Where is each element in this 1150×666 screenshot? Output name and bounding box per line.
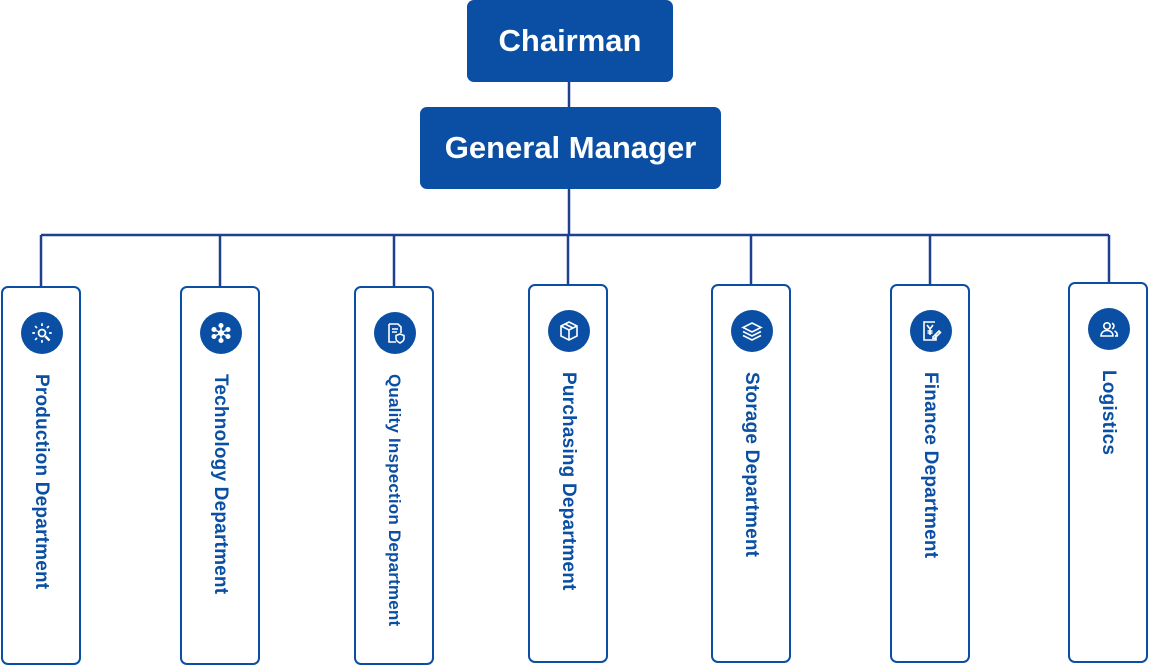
dept-purchasing: Purchasing Department [528,284,608,663]
dept-storage: Storage Department [711,284,791,663]
general-manager-label: General Manager [444,130,697,165]
dept-label: Purchasing Department [558,372,579,591]
dept-quality-inspection: Quality Inspection Department [354,286,434,665]
dept-label: Storage Department [741,372,762,558]
network-nodes-icon [200,312,242,354]
dept-label: Production Department [31,374,52,590]
yen-document-icon [910,310,952,352]
dept-label: Technology Department [210,374,231,595]
chairman-label: Chairman [498,23,642,58]
chairman-box: Chairman [467,0,673,82]
dept-finance: Finance Department [890,284,970,663]
gear-wrench-icon [21,312,63,354]
layers-stack-icon [731,310,773,352]
dept-label: Quality Inspection Department [385,374,404,627]
dept-technology: Technology Department [180,286,260,665]
document-shield-icon [374,312,416,354]
dept-label: Finance Department [920,372,941,559]
general-manager-box: General Manager [420,107,721,189]
people-group-icon [1088,308,1130,350]
dept-label: Logistics [1098,370,1119,456]
dept-logistics: Logistics [1068,282,1148,663]
package-box-icon [548,310,590,352]
dept-production: Production Department [1,286,81,665]
